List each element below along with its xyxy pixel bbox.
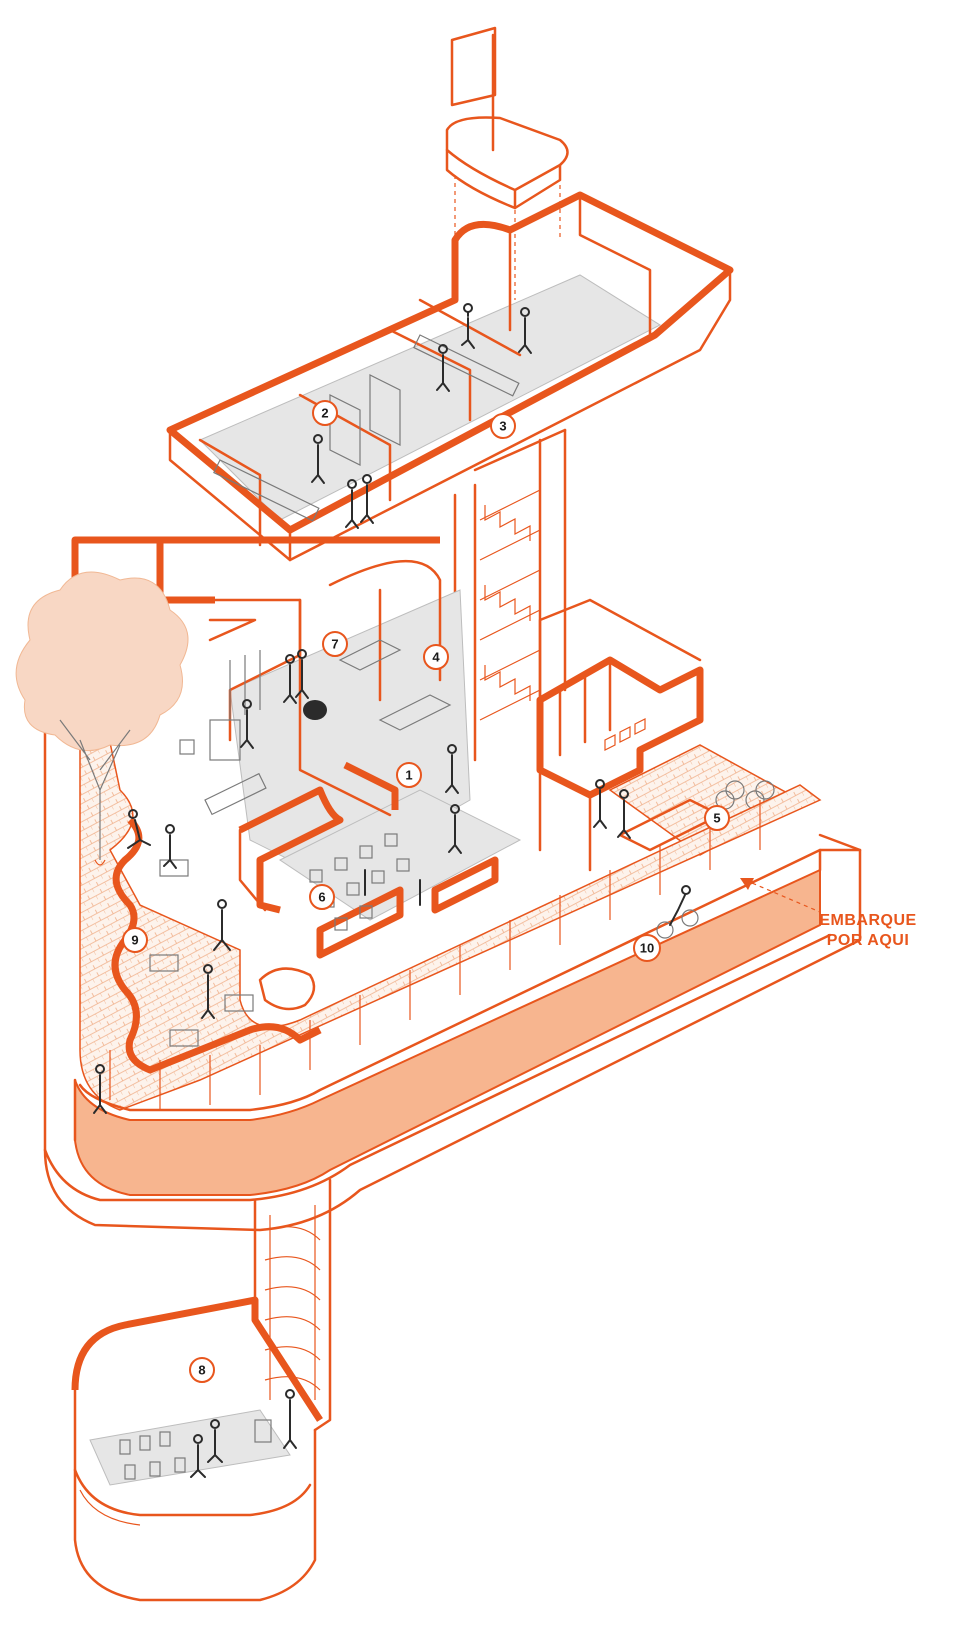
stair-tower xyxy=(453,428,567,762)
svg-text:9: 9 xyxy=(131,933,138,948)
svg-text:6: 6 xyxy=(318,890,325,905)
middle-floor xyxy=(71,536,522,959)
marker-4: 4 xyxy=(423,644,449,670)
rooftop-cylinder xyxy=(445,116,569,300)
tree xyxy=(15,571,189,866)
upper-floor xyxy=(166,191,734,562)
boarding-callout: EMBARQUE POR AQUI xyxy=(740,878,916,949)
marker-2: 2 xyxy=(312,400,338,426)
marker-5: 5 xyxy=(704,805,730,831)
callout-line-1: EMBARQUE xyxy=(819,912,916,929)
svg-text:3: 3 xyxy=(499,419,506,434)
marker-3: 3 xyxy=(490,413,516,439)
cyclists xyxy=(656,885,699,939)
svg-text:2: 2 xyxy=(321,406,328,421)
people xyxy=(93,303,631,1478)
flag xyxy=(450,26,497,152)
marker-9: 9 xyxy=(122,927,148,953)
marker-1: 1 xyxy=(396,762,422,788)
svg-text:7: 7 xyxy=(331,637,338,652)
callout-line-2: POR AQUI xyxy=(827,932,910,949)
marker-6: 6 xyxy=(309,884,335,910)
main-plaza xyxy=(43,598,862,1232)
callout-arrow-icon xyxy=(740,878,754,890)
svg-text:5: 5 xyxy=(713,811,720,826)
marker-7: 7 xyxy=(322,631,348,657)
svg-text:4: 4 xyxy=(432,650,440,665)
svg-text:10: 10 xyxy=(640,941,654,956)
svg-text:1: 1 xyxy=(405,768,412,783)
outdoor-seating xyxy=(149,719,267,1047)
basement xyxy=(71,1178,332,1602)
marker-10: 10 xyxy=(633,934,661,962)
marker-8: 8 xyxy=(189,1357,215,1383)
right-wing xyxy=(536,598,802,872)
svg-text:8: 8 xyxy=(198,1363,205,1378)
